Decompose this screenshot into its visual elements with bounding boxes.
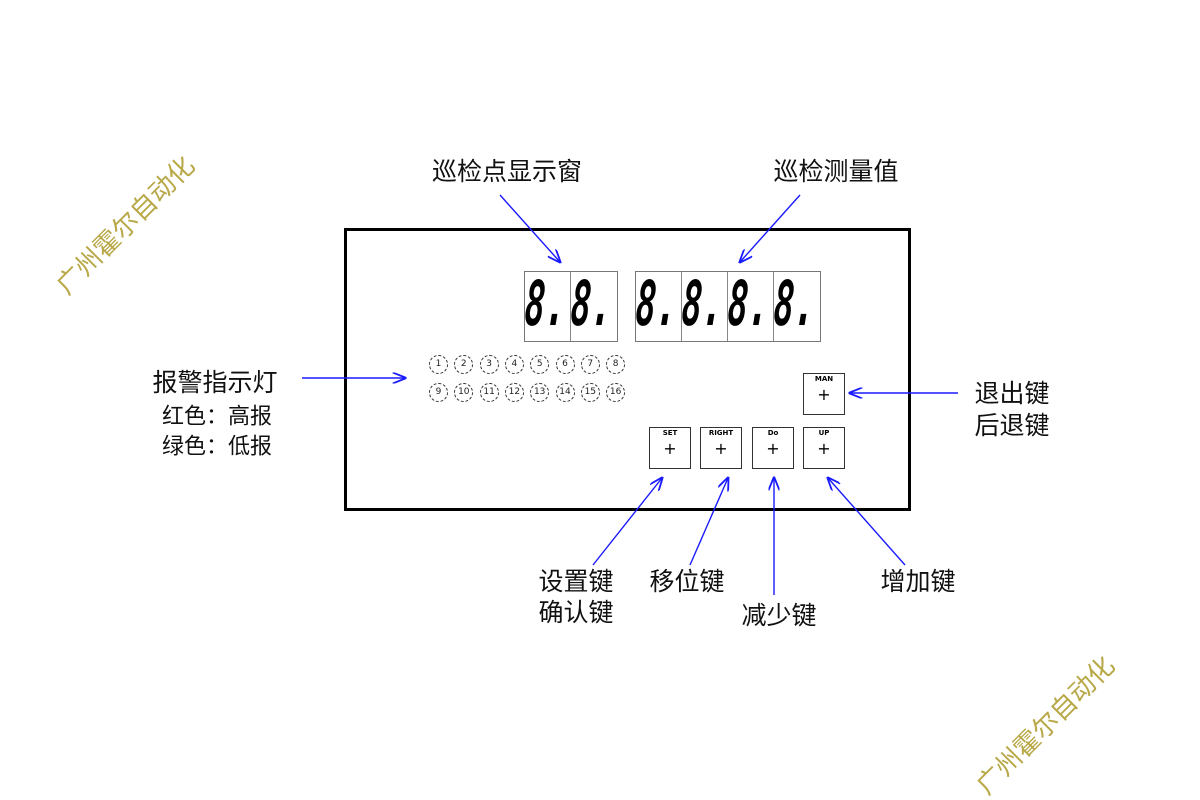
red-high-label: 红色：高报 bbox=[161, 404, 273, 430]
alarm-led: 10 bbox=[454, 383, 474, 402]
set-key[interactable]: SET+ bbox=[649, 427, 691, 469]
instrument-panel bbox=[344, 228, 911, 511]
alarm-led: 13 bbox=[530, 383, 550, 402]
alarm-led: 16 bbox=[606, 383, 626, 402]
measured-value-label: 巡检测量值 bbox=[773, 157, 899, 186]
alarm-led: 2 bbox=[454, 355, 474, 374]
alarm-led: 4 bbox=[504, 355, 524, 374]
alarm-led: 3 bbox=[479, 355, 499, 374]
back-key-label: 后退键 bbox=[974, 411, 1050, 440]
arrow bbox=[740, 194, 801, 262]
digit: 8. bbox=[636, 272, 682, 341]
display-window-label: 巡检点显示窗 bbox=[431, 157, 583, 186]
arrow bbox=[499, 194, 560, 262]
alarm-led: 12 bbox=[504, 383, 524, 402]
up-key[interactable]: UP+ bbox=[803, 427, 845, 469]
point-display: 8. 8. bbox=[524, 271, 618, 342]
digit: 8. bbox=[525, 272, 571, 341]
alarm-led: 11 bbox=[479, 383, 499, 402]
decrease-key-label: 减少键 bbox=[741, 601, 817, 630]
down-key[interactable]: Do+ bbox=[752, 427, 794, 469]
alarm-led: 9 bbox=[429, 383, 448, 402]
alarm-led: 6 bbox=[555, 355, 575, 374]
value-display: 8. 8. 8. 8. bbox=[635, 271, 821, 342]
digit: 8. bbox=[728, 272, 774, 341]
increase-key-label: 增加键 bbox=[880, 567, 956, 596]
arrow bbox=[689, 478, 728, 566]
alarm-led: 5 bbox=[530, 355, 550, 374]
exit-key-label: 退出键 bbox=[974, 379, 1050, 408]
shift-key-label: 移位键 bbox=[649, 567, 725, 596]
confirm-key-label: 确认键 bbox=[538, 598, 614, 627]
right-key[interactable]: RIGHT+ bbox=[700, 427, 742, 469]
green-low-label: 绿色：低报 bbox=[161, 434, 273, 460]
alarm-led: 15 bbox=[580, 383, 600, 402]
alarm-led: 14 bbox=[555, 383, 575, 402]
arrow bbox=[592, 478, 662, 566]
alarm-led: 7 bbox=[580, 355, 600, 374]
alarm-led: 8 bbox=[606, 355, 626, 374]
set-key-label: 设置键 bbox=[538, 567, 614, 596]
digit: 8. bbox=[682, 272, 728, 341]
alarm-led: 1 bbox=[429, 355, 448, 374]
arrow bbox=[828, 478, 906, 566]
alarm-lights-label: 报警指示灯 bbox=[152, 368, 278, 397]
man-key[interactable]: MAN+ bbox=[803, 373, 845, 415]
